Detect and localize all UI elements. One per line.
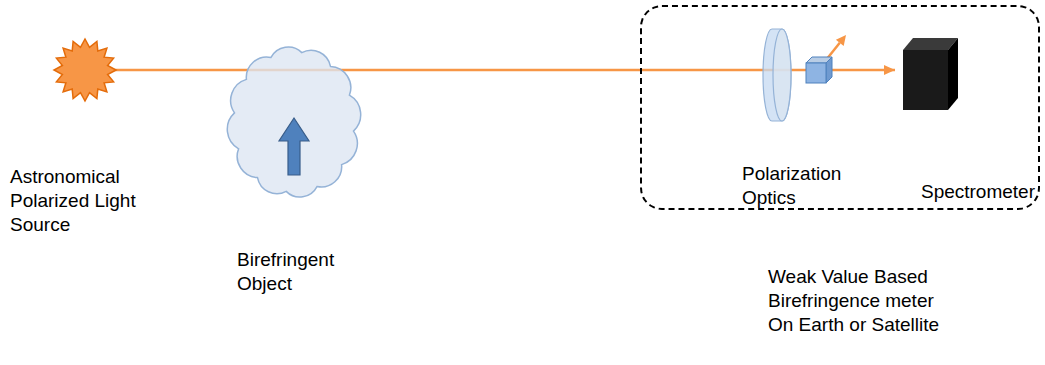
cube-side [826,57,832,83]
node-illustration [895,25,1035,160]
birefringent-cloud: Birefringent Object [222,40,367,296]
polarization-optics: Polarization Optics [742,25,857,210]
node-label: Spectrometer [895,180,1035,204]
node-label: Birefringent Object [222,248,367,296]
spectrometer-box: Spectrometer [895,25,1035,204]
reflected-beam-head [836,35,846,46]
node-label: Polarization Optics [742,162,857,210]
node-illustration [10,5,160,135]
optic-axis-arrow [279,118,309,175]
lens-face [773,29,791,121]
spectrometer-side [948,38,958,110]
lens-side [763,29,791,121]
light-beam [857,69,895,72]
cube-front [806,63,826,83]
spectrometer-front [903,50,948,110]
cloud-shape [227,47,360,197]
light-source: Astronomical Polarized Light Source [10,5,160,237]
light-beam [367,69,742,72]
node-illustration [222,40,367,205]
light-beam [742,69,857,72]
group-caption: Weak Value Based Birefringence meter On … [768,265,956,337]
node-label: Astronomical Polarized Light Source [10,165,160,237]
instrument-group: Weak Value Based Birefringence meter On … [640,5,1040,210]
sun-star [54,39,116,101]
node-illustration [742,25,857,160]
light-beam [160,69,222,72]
